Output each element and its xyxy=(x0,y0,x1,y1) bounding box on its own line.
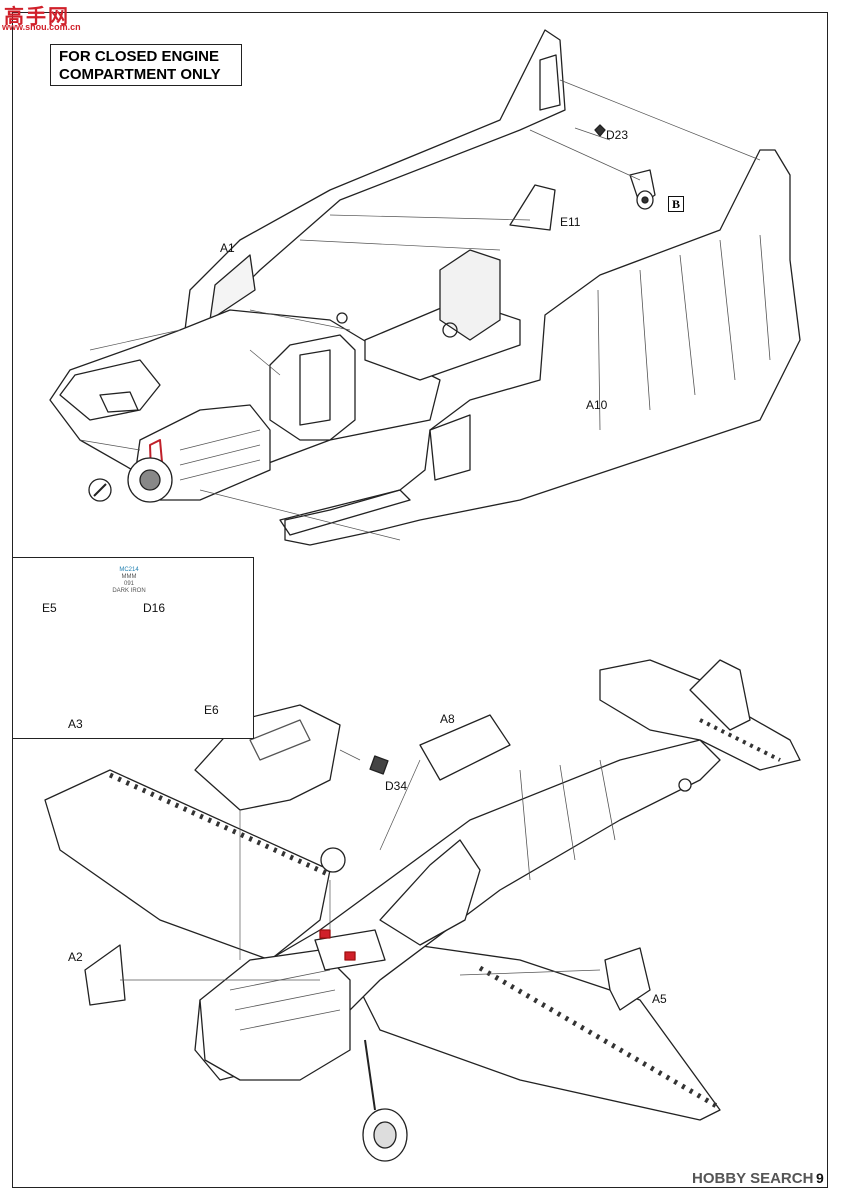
paint-code: MC214 xyxy=(119,567,139,573)
paint-line3: 091 xyxy=(123,581,134,587)
closed-engine-note: FOR CLOSED ENGINE COMPARTMENT ONLY xyxy=(50,44,242,86)
label-a5: A5 xyxy=(652,992,667,1006)
hobby-search-watermark: HOBBY SEARCH xyxy=(692,1170,814,1187)
leader-lines-bottom xyxy=(120,749,601,981)
label-e11: E11 xyxy=(560,215,581,229)
note-line-1: FOR CLOSED ENGINE xyxy=(59,48,220,65)
callout-b: B xyxy=(668,196,684,212)
paint-callout: MC214 MMM 091 DARK IRON xyxy=(108,567,150,595)
note-line-2: COMPARTMENT ONLY xyxy=(59,66,221,83)
watermark-url: www.shou.com.cn xyxy=(2,22,81,32)
aircraft-assembly-drawing xyxy=(44,659,801,1162)
label-d16: D16 xyxy=(143,601,166,615)
watermark-logo: 高手网 www.shou.com.cn xyxy=(0,0,88,34)
label-a1: A1 xyxy=(220,241,235,255)
page-number: 9 xyxy=(816,1170,824,1186)
label-e5: E5 xyxy=(42,601,57,615)
label-a8: A8 xyxy=(440,712,455,726)
label-a2: A2 xyxy=(68,950,83,964)
watermark-site: 高手网 xyxy=(4,6,70,28)
paint-line2: MMM xyxy=(121,574,137,580)
label-a10: A10 xyxy=(586,398,608,412)
label-d34: D34 xyxy=(385,779,408,793)
label-d23: D23 xyxy=(606,128,629,142)
exhaust-inset-box xyxy=(12,557,254,739)
label-a3: A3 xyxy=(68,717,83,731)
leader-lines-top xyxy=(79,79,761,541)
paint-name: DARK IRON xyxy=(112,588,146,594)
fuselage-assembly-drawing xyxy=(49,29,801,546)
label-e6: E6 xyxy=(204,703,219,717)
